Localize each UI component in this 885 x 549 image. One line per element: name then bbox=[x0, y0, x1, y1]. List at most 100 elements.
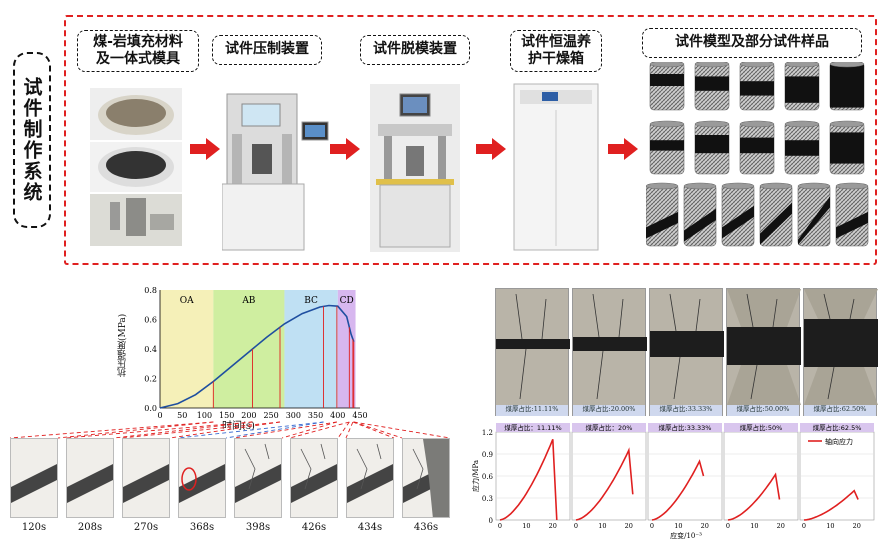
curing-box-photo bbox=[512, 82, 600, 252]
phase-label: BC bbox=[304, 296, 318, 306]
x-tick-label: 150 bbox=[219, 411, 234, 420]
panel-title-bg bbox=[800, 423, 874, 432]
lower-cone bbox=[727, 365, 801, 405]
chart1-ylabel: 抗压强度(MPa) bbox=[118, 313, 128, 377]
phase-band-bc bbox=[284, 290, 338, 408]
specimen-band bbox=[179, 464, 225, 503]
x-tick-label: 0 bbox=[726, 522, 730, 530]
connector-line bbox=[57, 421, 214, 439]
y-tick-label: 0.8 bbox=[144, 286, 157, 295]
stress-strain-curve bbox=[499, 438, 558, 521]
failed-samples-photos: 煤厚占比:11.11%煤厚占比:20.00%煤厚占比:33.33%煤厚占比:50… bbox=[495, 288, 878, 416]
timeline-time-label: 120s bbox=[21, 522, 47, 533]
x-tick-label: 50 bbox=[177, 411, 187, 420]
x-tick-label: 10 bbox=[750, 522, 758, 530]
specimen-models bbox=[645, 60, 874, 252]
coal-band bbox=[179, 464, 225, 503]
panel-title: 煤厚占比:62.5% bbox=[813, 423, 862, 432]
connector-line bbox=[353, 421, 451, 439]
materials-photos bbox=[90, 88, 182, 246]
x-tick-label: 10 bbox=[522, 522, 530, 530]
panel-title-bg bbox=[572, 423, 646, 432]
crack-lines bbox=[823, 293, 855, 400]
sample-caption: 煤厚占比:62.50% bbox=[804, 405, 876, 416]
timeline-specimen-image bbox=[66, 438, 114, 518]
connector-line bbox=[113, 421, 253, 439]
arrow-right-icon bbox=[608, 138, 638, 160]
stage-title-samples: 试件模型及部分试件样品 bbox=[642, 28, 862, 58]
crack-initiation-circle bbox=[181, 467, 197, 491]
specimen-band bbox=[11, 464, 57, 503]
coal-band bbox=[347, 464, 393, 503]
panel-title: 煤厚占比:33.33% bbox=[659, 423, 712, 432]
phase-band-oa bbox=[160, 290, 214, 408]
coal-layer bbox=[496, 339, 570, 349]
sample-drawing bbox=[804, 289, 878, 405]
x-tick-label: 20 bbox=[625, 522, 633, 530]
panel-title: 煤厚占比:50% bbox=[740, 423, 783, 432]
specimen-cylinder bbox=[649, 60, 685, 111]
x-tick-label: 0 bbox=[574, 522, 578, 530]
y-tick-label: 0.6 bbox=[144, 316, 157, 325]
x-tick-label: 20 bbox=[853, 522, 861, 530]
stage-title-curing: 试件恒温养 护干燥箱 bbox=[510, 30, 602, 72]
stress-strain-curve bbox=[651, 459, 705, 521]
sample-caption: 煤厚占比:33.33% bbox=[650, 405, 722, 416]
timeline-time-label: 436s bbox=[413, 522, 439, 533]
x-tick-label: 400 bbox=[330, 411, 345, 420]
stress-strain-curve bbox=[803, 489, 859, 521]
chart2-ylabel: 应力/MPa bbox=[471, 460, 480, 492]
specimen-cylinder bbox=[649, 120, 685, 175]
specimen-cylinder bbox=[739, 60, 775, 111]
timeline-specimen-image bbox=[346, 438, 394, 518]
timeline-specimen-image bbox=[402, 438, 450, 518]
specimen-cylinder bbox=[694, 60, 730, 111]
panel-title: 煤厚占比：20% bbox=[586, 423, 633, 432]
timeline-specimen-image bbox=[178, 438, 226, 518]
specimen-cylinder bbox=[739, 120, 775, 175]
y-tick-label: 0.3 bbox=[482, 495, 493, 503]
x-tick-label: 10 bbox=[826, 522, 834, 530]
x-tick-label: 20 bbox=[701, 522, 709, 530]
connector-line bbox=[65, 421, 253, 439]
connector-line bbox=[289, 421, 350, 439]
specimen-cylinder bbox=[835, 182, 869, 247]
specimen-cylinder bbox=[784, 60, 820, 111]
coal-layer bbox=[727, 327, 801, 365]
coal-layer bbox=[650, 331, 724, 357]
specimen-band bbox=[347, 443, 393, 503]
connector-line bbox=[337, 421, 350, 439]
sample-drawing bbox=[650, 293, 724, 400]
system-label: 试件制作系统 bbox=[13, 52, 51, 228]
x-tick-label: 300 bbox=[286, 411, 301, 420]
strength-curve bbox=[159, 304, 355, 409]
connector-line bbox=[225, 421, 324, 439]
failed-sample-photo: 煤厚占比:62.50% bbox=[803, 288, 878, 416]
specimen-cylinder bbox=[683, 182, 717, 247]
phase-label: OA bbox=[180, 296, 194, 306]
press-machine-photo bbox=[221, 84, 332, 252]
y-tick-label: 0.0 bbox=[144, 404, 157, 413]
specimen-band bbox=[291, 443, 337, 503]
coal-band bbox=[123, 464, 169, 503]
crack-lines bbox=[300, 443, 326, 490]
timeline-specimen-image bbox=[10, 438, 58, 518]
upper-cone bbox=[727, 289, 801, 327]
coal-band bbox=[11, 464, 57, 503]
fabrication-system-frame bbox=[64, 15, 877, 265]
timeline-time-label: 270s bbox=[133, 522, 159, 533]
specimen-cylinder bbox=[829, 60, 865, 111]
upper-cone bbox=[804, 289, 878, 319]
connector-line bbox=[352, 421, 395, 439]
x-tick-label: 350 bbox=[308, 411, 323, 420]
x-tick-label: 0 bbox=[157, 411, 162, 420]
x-tick-label: 0 bbox=[802, 522, 806, 530]
failed-sample-photo: 煤厚占比:20.00% bbox=[572, 288, 647, 416]
crack-lines bbox=[746, 293, 778, 400]
timeline-time-label: 434s bbox=[357, 522, 383, 533]
panel-title-bg bbox=[724, 423, 798, 432]
failed-sample-photo: 煤厚占比:11.11% bbox=[495, 288, 570, 416]
connector-line bbox=[177, 421, 324, 439]
